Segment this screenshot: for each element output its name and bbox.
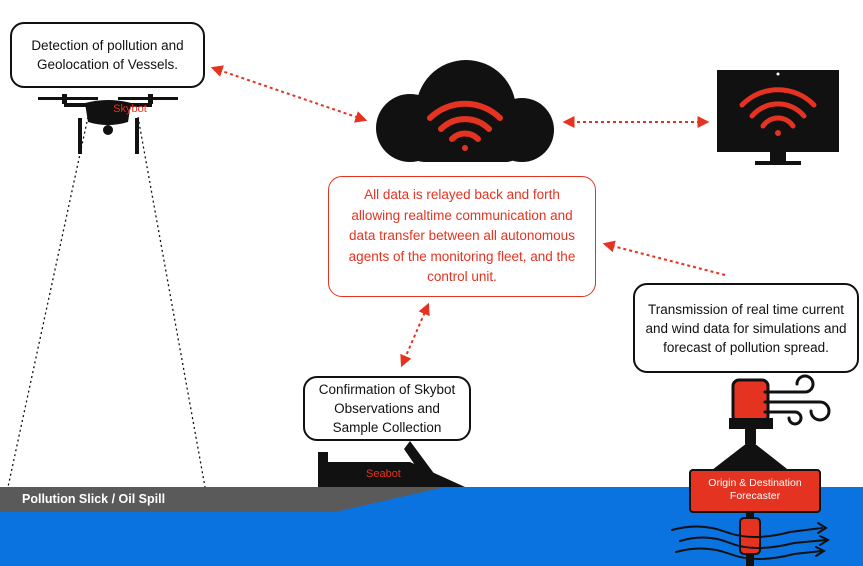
drone-view-line-left <box>7 116 89 488</box>
relay-text: All data is relayed back and forth allow… <box>348 187 576 285</box>
current-icon <box>671 522 831 560</box>
slick-label: Pollution Slick / Oil Spill <box>22 492 166 506</box>
relay-box: All data is relayed back and forth allow… <box>328 176 596 297</box>
buoy-label: Origin & Destination Forecaster <box>708 477 802 502</box>
detection-box: Detection of pollution and Geolocation o… <box>10 22 205 88</box>
boat-icon <box>318 441 465 487</box>
arrow-transmission-relay <box>602 240 726 276</box>
transmission-box: Transmission of real time current and wi… <box>633 283 859 373</box>
skybot-label: Skybot <box>113 103 147 115</box>
wifi-icon <box>427 100 503 151</box>
cloud-icon <box>376 60 554 162</box>
arrow-detection-cloud <box>210 65 368 123</box>
pollution-slick <box>0 487 445 512</box>
confirmation-text: Confirmation of Skybot Observations and … <box>318 382 456 435</box>
drone-view-line-right <box>137 116 206 488</box>
buoy-icon <box>689 378 821 566</box>
drone-icon <box>38 94 178 154</box>
detection-text: Detection of pollution and Geolocation o… <box>31 38 184 72</box>
arrow-confirmation-relay <box>400 302 430 368</box>
transmission-text: Transmission of real time current and wi… <box>645 301 847 355</box>
monitor-icon <box>717 70 839 165</box>
confirmation-box: Confirmation of Skybot Observations and … <box>303 376 471 441</box>
wind-icon <box>763 374 831 426</box>
seabot-label: Seabot <box>366 468 401 480</box>
